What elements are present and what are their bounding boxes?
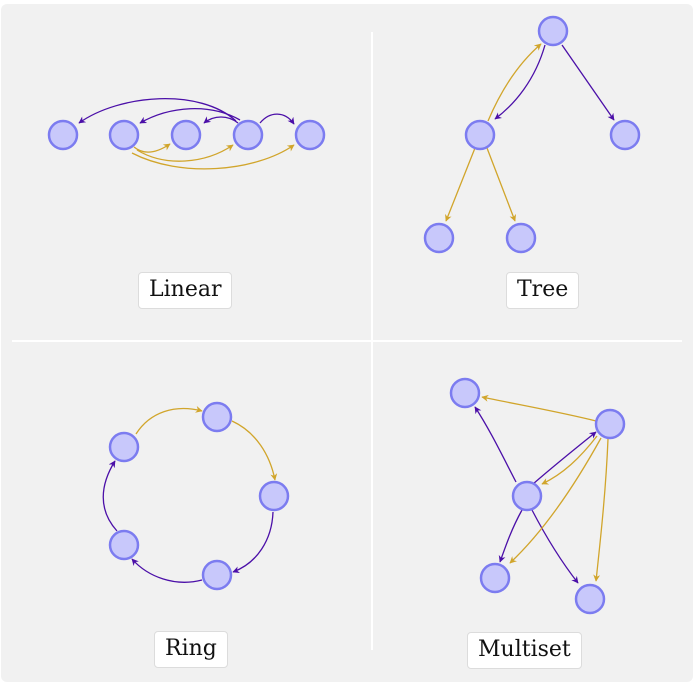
node [258,480,290,512]
edge [136,144,234,162]
label-multiset: Multiset [467,632,582,669]
ring-graph [102,401,290,591]
edge [531,509,579,584]
node [479,562,511,594]
tree-edges [445,43,615,222]
edge [78,98,237,124]
node [232,119,264,151]
edge [131,144,295,170]
node [108,119,140,151]
node [170,119,202,151]
node [108,431,140,463]
edge [131,558,203,583]
edge [203,116,239,124]
tree-graph [423,15,641,254]
edge [486,147,517,222]
node [423,222,455,254]
edge [494,44,546,120]
linear-graph [47,98,326,170]
edge [232,511,274,574]
node [609,119,641,151]
node [464,119,496,151]
edge [498,509,523,563]
node [201,401,233,433]
node [594,408,626,440]
edge [102,460,118,532]
node [47,119,79,151]
edge [231,420,278,481]
node [574,583,606,615]
edge [593,438,609,582]
node [449,377,481,409]
edge [509,437,602,564]
edge [481,394,597,422]
edge [561,44,615,121]
edge [139,108,241,124]
node [201,559,233,591]
multiset-graph [449,377,626,615]
ring-nodes [108,401,290,591]
edge [532,431,597,485]
linear-nodes [47,119,326,151]
linear-edges [78,98,295,170]
edge [541,435,598,485]
edge [135,406,203,435]
label-ring: Ring [154,631,228,668]
node [108,529,140,561]
diagram-background [1,4,693,682]
multiset-nodes [449,377,626,615]
edge [474,406,517,483]
node [537,15,569,47]
edge [259,113,295,125]
edge [445,147,476,222]
node [511,480,543,512]
node [505,222,537,254]
node [294,119,326,151]
tree-nodes [423,15,641,254]
label-linear: Linear [138,272,233,309]
ring-edges [102,406,278,583]
label-tree: Tree [506,272,580,309]
edge [133,143,171,153]
multiset-edges [474,394,609,584]
edge [487,43,542,122]
